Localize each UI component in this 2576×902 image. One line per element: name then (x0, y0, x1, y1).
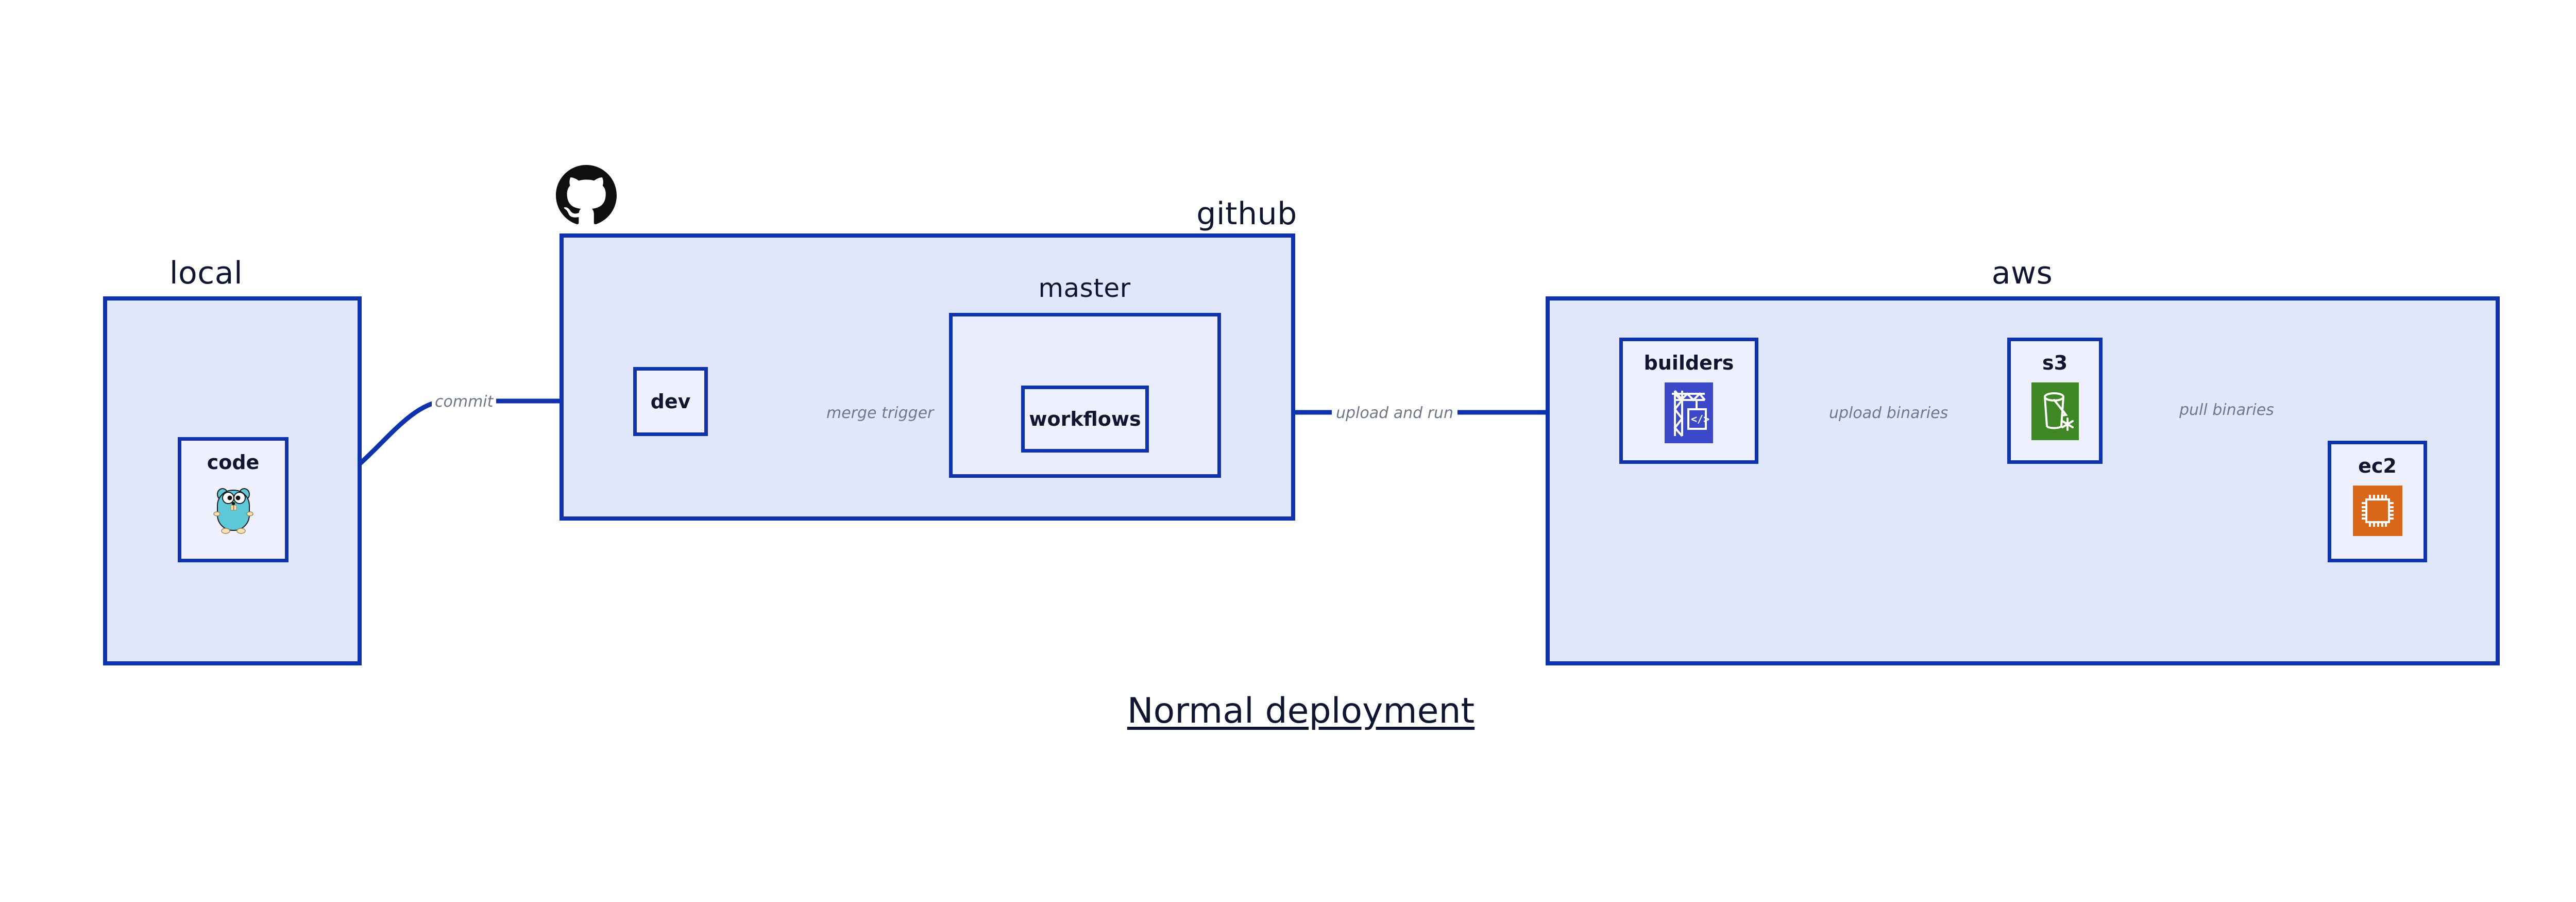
diagram-caption: Normal deployment (1127, 691, 1475, 731)
group-label-master: master (1038, 273, 1131, 303)
node-workflows-label: workflows (1029, 408, 1141, 430)
node-ec2[interactable]: ec2 (2328, 441, 2427, 562)
group-label-github: github (1196, 196, 1297, 232)
node-builders-label: builders (1643, 352, 1734, 374)
node-code[interactable]: code (178, 437, 289, 562)
edge-label-upload-and-run: upload and run (1332, 404, 1458, 422)
aws-ec2-chip-icon (2352, 486, 2402, 538)
node-s3-label: s3 (2042, 352, 2068, 374)
node-workflows[interactable]: workflows (1021, 386, 1149, 453)
node-code-label: code (207, 451, 260, 474)
node-dev-label: dev (650, 390, 691, 413)
github-octocat-icon (555, 165, 617, 228)
go-gopher-icon (211, 482, 256, 538)
edge-label-commit: commit (432, 393, 497, 411)
group-label-aws: aws (1991, 255, 2053, 291)
node-dev[interactable]: dev (633, 367, 708, 436)
edge-label-upload-binaries: upload binaries (1825, 404, 1953, 422)
edge-label-pull-binaries: pull binaries (2175, 401, 2278, 419)
group-label-local: local (169, 255, 243, 291)
node-builders[interactable]: builders < (1619, 338, 1758, 464)
svg-text:</>: </> (1691, 413, 1709, 425)
node-s3[interactable]: s3 (2007, 338, 2103, 464)
node-ec2-label: ec2 (2358, 455, 2397, 477)
aws-codebuild-crane-icon: </> (1665, 382, 1713, 445)
edge-label-merge-trigger: merge trigger (822, 404, 938, 422)
aws-s3-bucket-icon (2031, 382, 2079, 442)
